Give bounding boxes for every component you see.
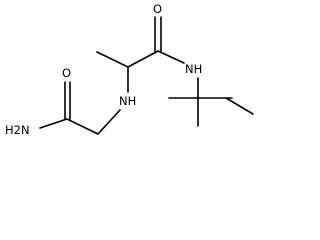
atom-nh2: H2N bbox=[5, 123, 30, 137]
bond-calpha-c2 bbox=[127, 50, 159, 68]
bond-c1-nh2 bbox=[39, 118, 68, 129]
atom-oxygen-right: O bbox=[153, 2, 162, 16]
bond-ch2-nh bbox=[97, 109, 121, 135]
bonds bbox=[39, 16, 254, 135]
bond-c1-ch2 bbox=[66, 118, 99, 135]
atom-amide-nh: NH bbox=[185, 62, 202, 76]
bond-c2-nh bbox=[157, 50, 185, 64]
bond-calpha-methyl bbox=[96, 51, 129, 68]
atom-amine-nh: NH bbox=[119, 94, 136, 108]
chemical-structure-diagram: O H2N NH O NH bbox=[5, 2, 254, 137]
atom-oxygen-left: O bbox=[62, 66, 71, 80]
bond-ethyl-ch3 bbox=[225, 97, 254, 115]
atom-labels: O H2N NH O NH bbox=[5, 2, 202, 137]
